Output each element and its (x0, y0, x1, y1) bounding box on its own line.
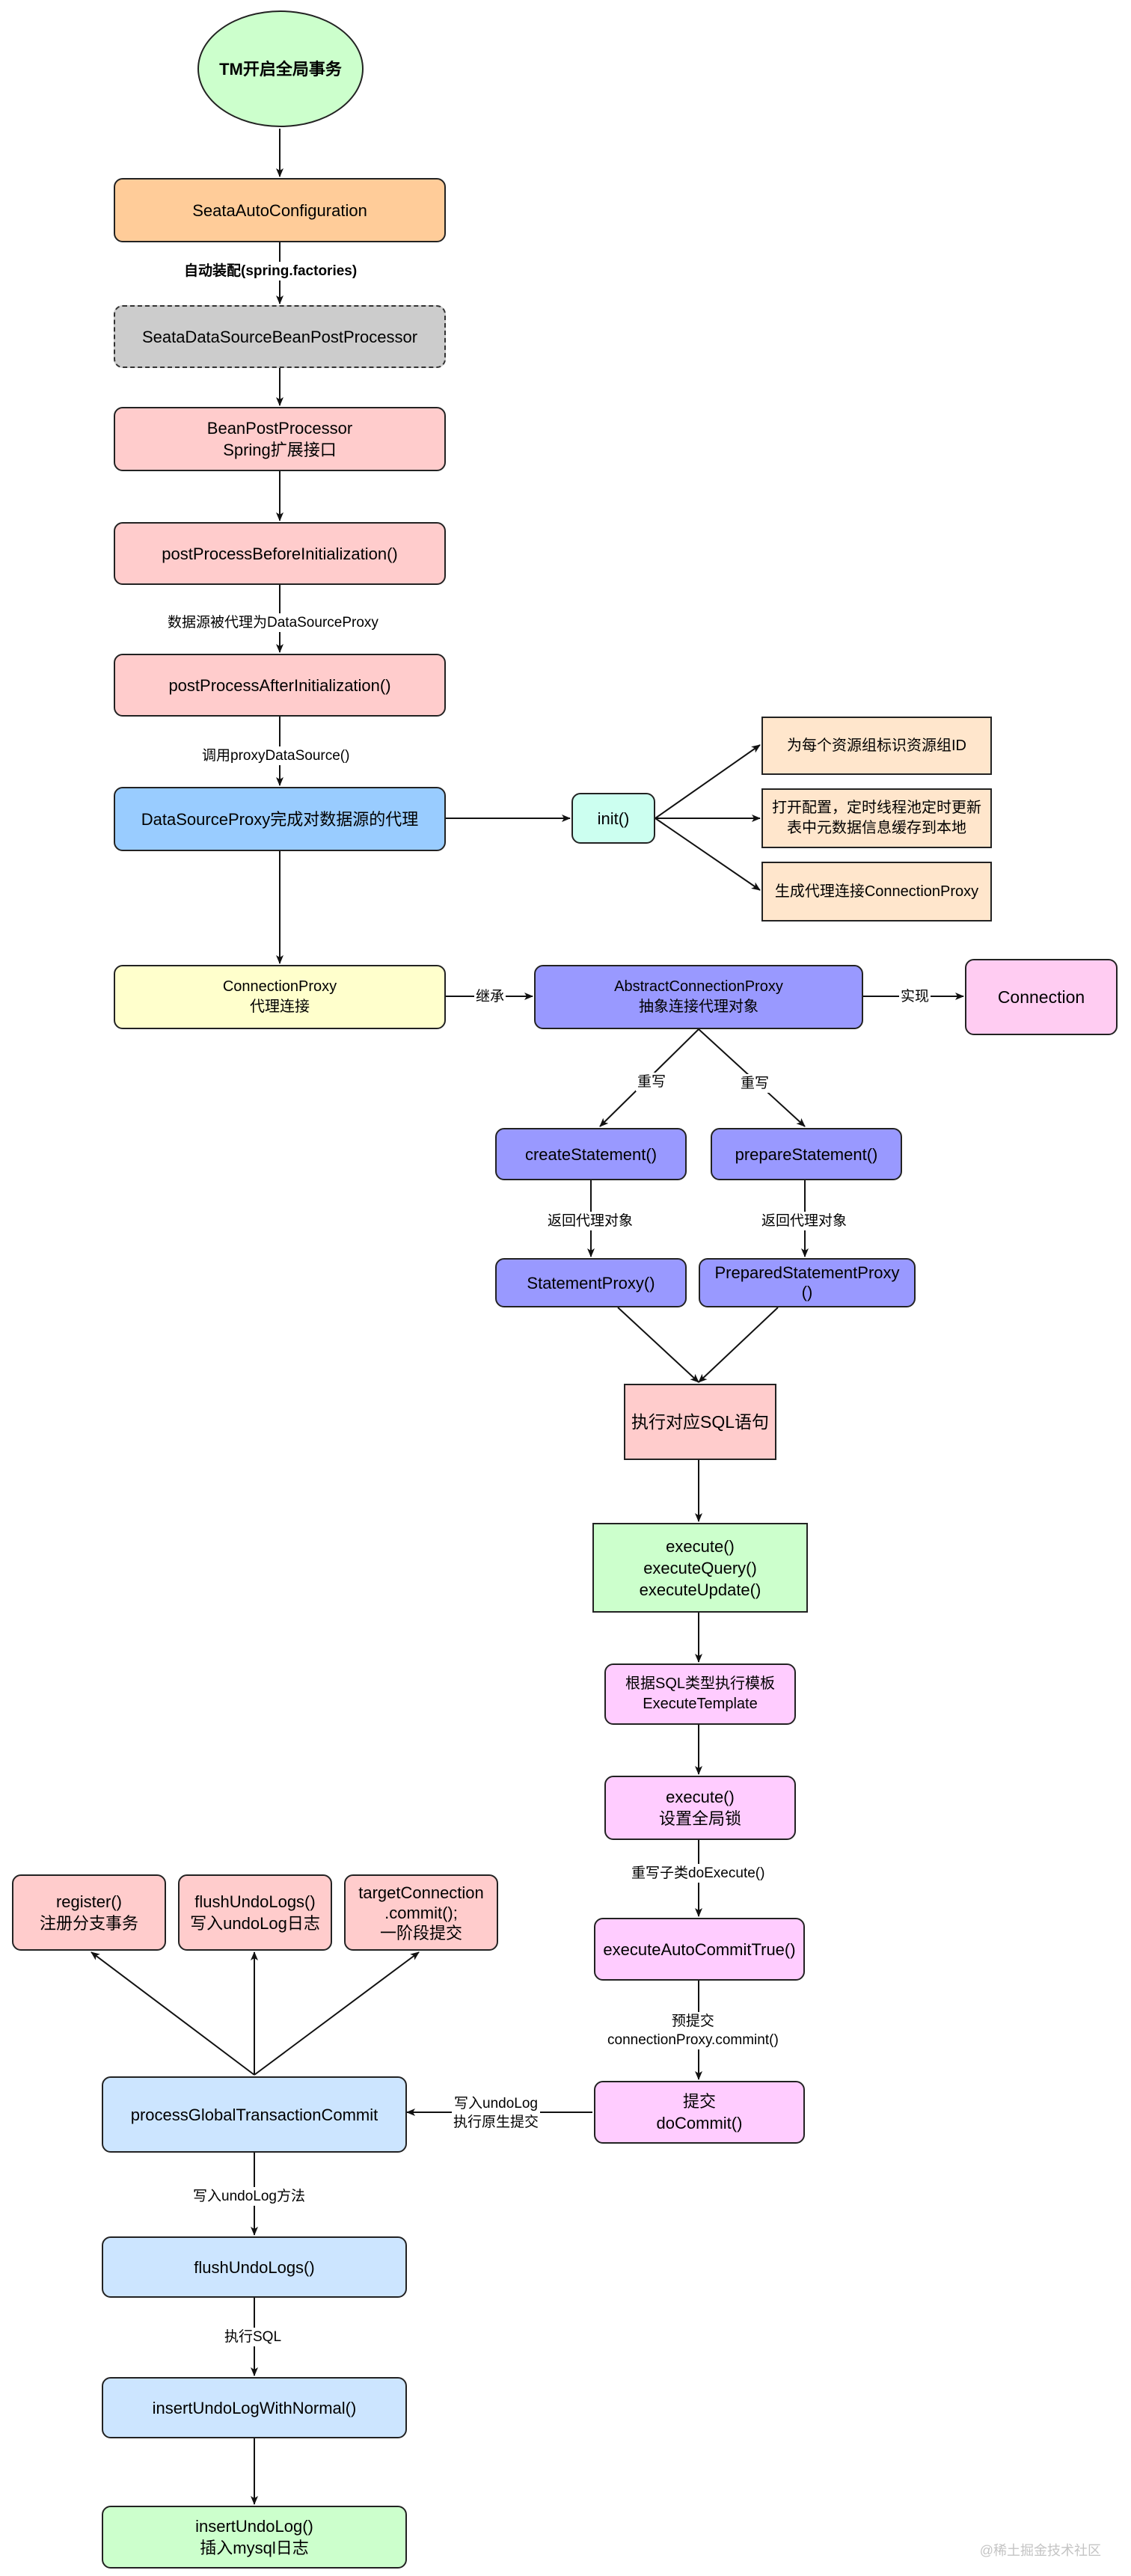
edge-processglobal-to-targetcommit (254, 1951, 420, 2076)
node-execute-sql: 执行对应SQL语句 (624, 1384, 776, 1460)
node-insert-undo-log-with-normal: insertUndoLogWithNormal() (102, 2377, 407, 2438)
edge-processglobal-to-register (91, 1951, 255, 2076)
node-post-process-before-initialization: postProcessBeforeInitialization() (114, 522, 446, 585)
label-implement: 实现 (899, 987, 931, 1006)
label-inherit: 继承 (474, 987, 506, 1006)
node-datasource-proxy: DataSourceProxy完成对数据源的代理 (114, 787, 446, 851)
label-auto-assemble: 自动装配(spring.factories) (183, 262, 359, 280)
edge-statementproxy-to-execsql (617, 1307, 699, 1383)
edge-preparedproxy-to-execsql (698, 1307, 779, 1383)
node-prepared-statement-proxy: PreparedStatementProxy () (699, 1258, 916, 1307)
node-flush-undo-logs-top: flushUndoLogs() 写入undoLog日志 (178, 1874, 332, 1951)
node-execute-template: 根据SQL类型执行模板 ExecuteTemplate (604, 1663, 796, 1725)
node-post-process-after-initialization: postProcessAfterInitialization() (114, 654, 446, 717)
node-register: register() 注册分支事务 (12, 1874, 166, 1951)
node-seata-datasource-bean-post-processor: SeataDataSourceBeanPostProcessor (114, 305, 446, 368)
node-cache-metadata: 打开配置，定时线程池定时更新表中元数据信息缓存到本地 (761, 788, 992, 848)
label-write-undo-commit: 写入undoLog 执行原生提交 (452, 2094, 541, 2132)
node-create-statement: createStatement() (495, 1128, 687, 1180)
label-exec-sql: 执行SQL (223, 2328, 283, 2346)
node-prepare-statement: prepareStatement() (711, 1128, 902, 1180)
node-process-global-transaction-commit: processGlobalTransactionCommit (102, 2076, 407, 2153)
node-resource-id: 为每个资源组标识资源组ID (761, 717, 992, 775)
node-insert-undo-log: insertUndoLog() 插入mysql日志 (102, 2506, 407, 2569)
node-init: init() (571, 793, 655, 844)
label-call-proxy-datasource: 调用proxyDataSource() (200, 746, 352, 765)
node-generate-connection-proxy: 生成代理连接ConnectionProxy (761, 862, 992, 921)
node-connection-proxy: ConnectionProxy 代理连接 (114, 965, 446, 1029)
node-execute-methods: execute() executeQuery() executeUpdate() (592, 1523, 808, 1613)
label-pre-commit: 预提交 connectionProxy.commint() (606, 2012, 780, 2049)
node-connection: Connection (965, 959, 1118, 1035)
label-write-undo-method: 写入undoLog方法 (191, 2187, 307, 2206)
node-do-commit: 提交 doCommit() (594, 2081, 805, 2144)
node-tm-start: TM开启全局事务 (197, 10, 364, 127)
node-execute-auto-commit-true: executeAutoCommitTrue() (594, 1918, 805, 1981)
node-seata-auto-configuration: SeataAutoConfiguration (114, 178, 446, 242)
node-flush-undo-logs: flushUndoLogs() (102, 2236, 407, 2298)
label-override-left: 重写 (636, 1073, 668, 1091)
label-return-proxy-right: 返回代理对象 (760, 1212, 849, 1230)
edge-init-to-resourceid (655, 744, 761, 819)
label-return-proxy-left: 返回代理对象 (546, 1212, 635, 1230)
watermark: @稀土掘金技术社区 (979, 2543, 1101, 2558)
label-override-do-execute: 重写子类doExecute() (630, 1864, 767, 1883)
label-datasource-proxied: 数据源被代理为DataSourceProxy (166, 613, 380, 632)
node-bean-post-processor: BeanPostProcessor Spring扩展接口 (114, 407, 446, 471)
node-abstract-connection-proxy: AbstractConnectionProxy 抽象连接代理对象 (534, 965, 863, 1029)
edge-init-to-genproxy (655, 818, 761, 891)
node-target-connection-commit: targetConnection .commit(); 一阶段提交 (344, 1874, 498, 1951)
label-override-right: 重写 (739, 1074, 771, 1093)
node-statement-proxy: StatementProxy() (495, 1258, 687, 1307)
node-execute-global-lock: execute() 设置全局锁 (604, 1776, 796, 1840)
